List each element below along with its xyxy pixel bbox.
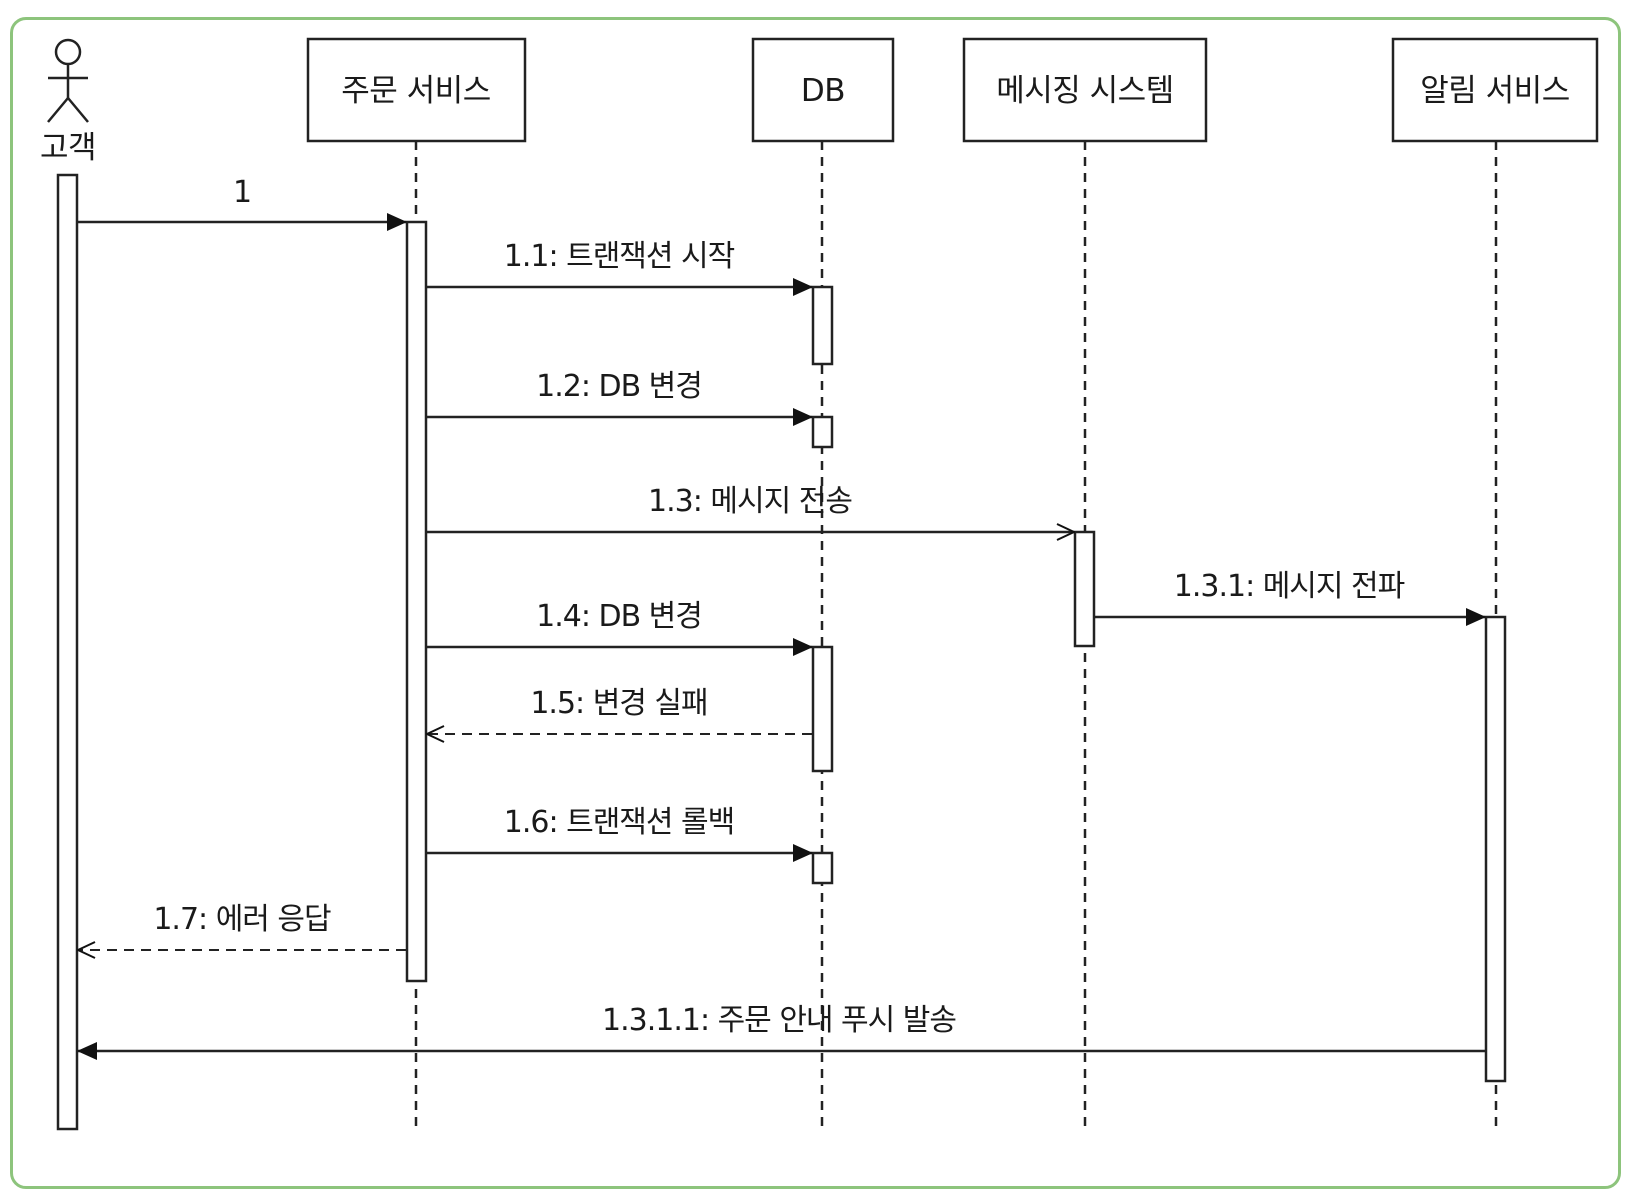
activation-messaging xyxy=(1073,530,1096,648)
message-label: 1.1: 트랜잭션 시작 xyxy=(504,239,735,274)
activation-db-1 xyxy=(811,285,834,366)
message-1-3-1-1[interactable]: 1.3.1.1: 주문 안내 푸시 발송 xyxy=(77,1003,1485,1060)
activation-customer xyxy=(56,173,79,1131)
activation-db-3 xyxy=(811,645,834,773)
message-label: 1.3.1: 메시지 전파 xyxy=(1174,569,1405,604)
message-label: 1.7: 에러 응답 xyxy=(153,902,331,937)
message-1-3[interactable]: 1.3: 메시지 전송 xyxy=(426,484,1074,532)
message-label: 1.4: DB 변경 xyxy=(536,599,702,634)
participant-label: 주문 서비스 xyxy=(341,73,490,109)
participant-label: 메시징 시스템 xyxy=(996,73,1173,109)
message-1-4[interactable]: 1.4: DB 변경 xyxy=(426,599,813,656)
participant-label: 알림 서비스 xyxy=(1420,73,1569,109)
message-label: 1.3: 메시지 전송 xyxy=(648,484,852,519)
message-1-5[interactable]: 1.5: 변경 실패 xyxy=(427,686,812,734)
messages: 1 1.1: 트랜잭션 시작 1.2: DB 변경 1.3: 메시지 전송 1.… xyxy=(77,175,1486,1060)
diagram-frame xyxy=(10,17,1621,1189)
activation-db-2 xyxy=(811,415,834,449)
participant-order-service[interactable]: 주문 서비스 xyxy=(306,37,527,143)
message-label: 1 xyxy=(233,175,251,210)
message-label: 1.2: DB 변경 xyxy=(536,369,702,404)
lifelines xyxy=(414,141,1498,1132)
actor-customer[interactable]: 고객 xyxy=(40,38,97,166)
activation-notify xyxy=(1484,615,1507,1083)
message-label: 1.6: 트랜잭션 롤백 xyxy=(504,805,735,840)
participant-db[interactable]: DB xyxy=(751,37,895,143)
message-1-2[interactable]: 1.2: DB 변경 xyxy=(426,369,813,426)
participant-label: 고객 xyxy=(40,130,96,166)
message-label: 1.3.1.1: 주문 안내 푸시 발송 xyxy=(602,1003,956,1038)
actor-stick-figure-icon xyxy=(47,38,89,123)
message-label: 1.5: 변경 실패 xyxy=(530,686,707,721)
message-1-7[interactable]: 1.7: 에러 응답 xyxy=(78,902,406,950)
message-1-6[interactable]: 1.6: 트랜잭션 롤백 xyxy=(426,805,813,862)
participant-notification-service[interactable]: 알림 서비스 xyxy=(1391,37,1599,143)
participant-messaging-system[interactable]: 메시징 시스템 xyxy=(962,37,1208,143)
activations xyxy=(56,173,1507,1131)
activation-order xyxy=(405,220,428,983)
message-1-3-1[interactable]: 1.3.1: 메시지 전파 xyxy=(1094,569,1486,626)
message-1[interactable]: 1 xyxy=(77,175,407,231)
message-1-1[interactable]: 1.1: 트랜잭션 시작 xyxy=(426,239,813,296)
activation-db-4 xyxy=(811,851,834,885)
participant-label: DB xyxy=(801,73,845,109)
